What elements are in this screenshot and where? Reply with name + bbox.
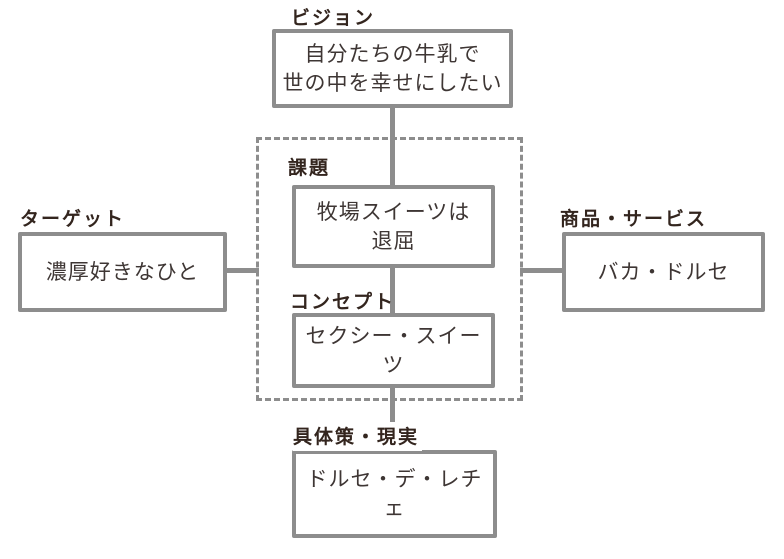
vision-box: 自分たちの牛乳で 世の中を幸せにしたい	[272, 29, 513, 108]
target-box: 濃厚好きなひと	[18, 232, 227, 312]
vision-label: ビジョン	[291, 8, 376, 29]
connector-issue-to-concept	[390, 265, 395, 316]
target-label: ターゲット	[20, 209, 126, 230]
vision-text-line2: 世の中を幸せにしたい	[282, 71, 503, 95]
concept-label: コンセプト	[290, 292, 396, 313]
product-box: バカ・ドルセ	[562, 232, 765, 312]
product-text: バカ・ドルセ	[597, 260, 730, 284]
core-dashed-frame	[256, 137, 523, 401]
vision-text-line1: 自分たちの牛乳で	[304, 42, 481, 66]
connector-core-to-product	[520, 268, 565, 273]
issue-label: 課題	[288, 158, 331, 179]
issue-box: 牧場スイーツは 退屈	[292, 185, 495, 268]
connector-concept-to-plan	[390, 385, 395, 453]
issue-text-line1: 牧場スイーツは	[316, 200, 471, 224]
target-text: 濃厚好きなひと	[45, 260, 200, 284]
plan-text: ドルセ・デ・レチェ	[306, 468, 483, 520]
connector-vision-to-issue	[390, 106, 395, 188]
concept-box: セクシー・スイーツ	[292, 313, 495, 388]
product-label: 商品・サービス	[560, 209, 708, 230]
concept-text: セクシー・スイーツ	[305, 324, 482, 377]
plan-box: ドルセ・デ・レチェ	[292, 450, 497, 538]
connector-target-to-core	[225, 268, 259, 273]
issue-text-line2: 退屈	[371, 229, 416, 253]
plan-label: 具体策・現実	[293, 422, 423, 451]
